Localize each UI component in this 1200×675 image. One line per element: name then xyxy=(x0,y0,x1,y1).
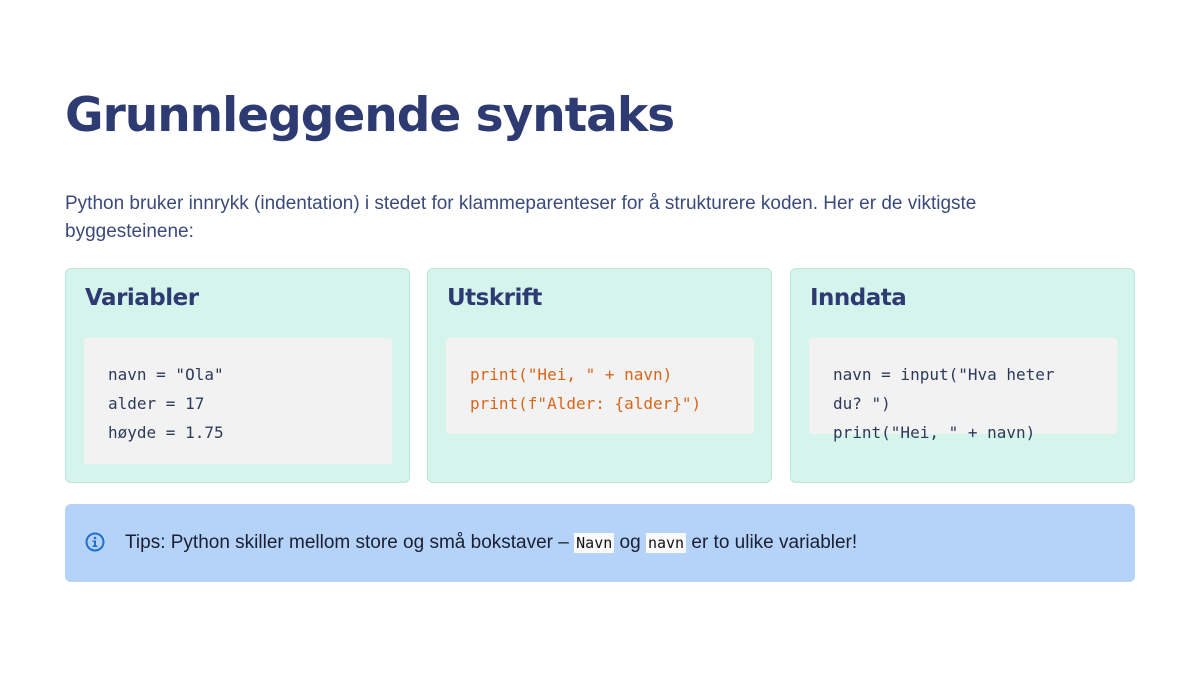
card-input: Inndata navn = input("Hva heter du? ") pri… xyxy=(790,268,1135,483)
page-title: Grunnleggende syntaks xyxy=(65,88,675,143)
code-line: du? ") xyxy=(833,394,891,413)
code-block: navn = "Ola" alder = 17 høyde = 1.75 xyxy=(84,338,392,464)
card-variables: Variabler navn = "Ola" alder = 17 høyde = … xyxy=(65,268,410,483)
syntax-cards: Variabler navn = "Ola" alder = 17 høyde = … xyxy=(65,268,1135,483)
code-line: navn = input("Hva heter xyxy=(833,365,1055,384)
tip-middle: og xyxy=(614,532,646,553)
tip-callout: Tips: Python skiller mellom store og små… xyxy=(65,504,1135,582)
code-block: print("Hei, " + navn) print(f"Alder: {ald… xyxy=(446,338,754,434)
inline-code: Navn xyxy=(574,533,615,553)
code-line: høyde = 1.75 xyxy=(108,423,224,442)
card-title: Utskrift xyxy=(447,285,542,311)
code-line: print("Hei, " + navn) xyxy=(833,423,1036,442)
code-line: navn = "Ola" xyxy=(108,365,224,384)
tip-text: Tips: Python skiller mellom store og små… xyxy=(125,530,857,556)
inline-code: navn xyxy=(645,533,687,553)
card-title: Inndata xyxy=(810,285,907,311)
intro-text: Python bruker innrykk (indentation) i st… xyxy=(65,193,977,242)
card-title: Variabler xyxy=(85,285,199,311)
code-line: print(f"Alder: {alder}") xyxy=(470,394,702,413)
info-icon xyxy=(85,532,105,552)
code-line: print("Hei, " + navn) xyxy=(470,365,673,384)
code-line: alder = 17 xyxy=(108,394,205,413)
card-output: Utskrift print("Hei, " + navn) print(f"Al… xyxy=(427,268,772,483)
tip-prefix: Tips: Python skiller mellom store og små… xyxy=(125,532,575,553)
code-block: navn = input("Hva heter du? ") print("Hei,… xyxy=(809,338,1117,442)
tip-suffix: er to ulike variabler! xyxy=(686,532,858,553)
